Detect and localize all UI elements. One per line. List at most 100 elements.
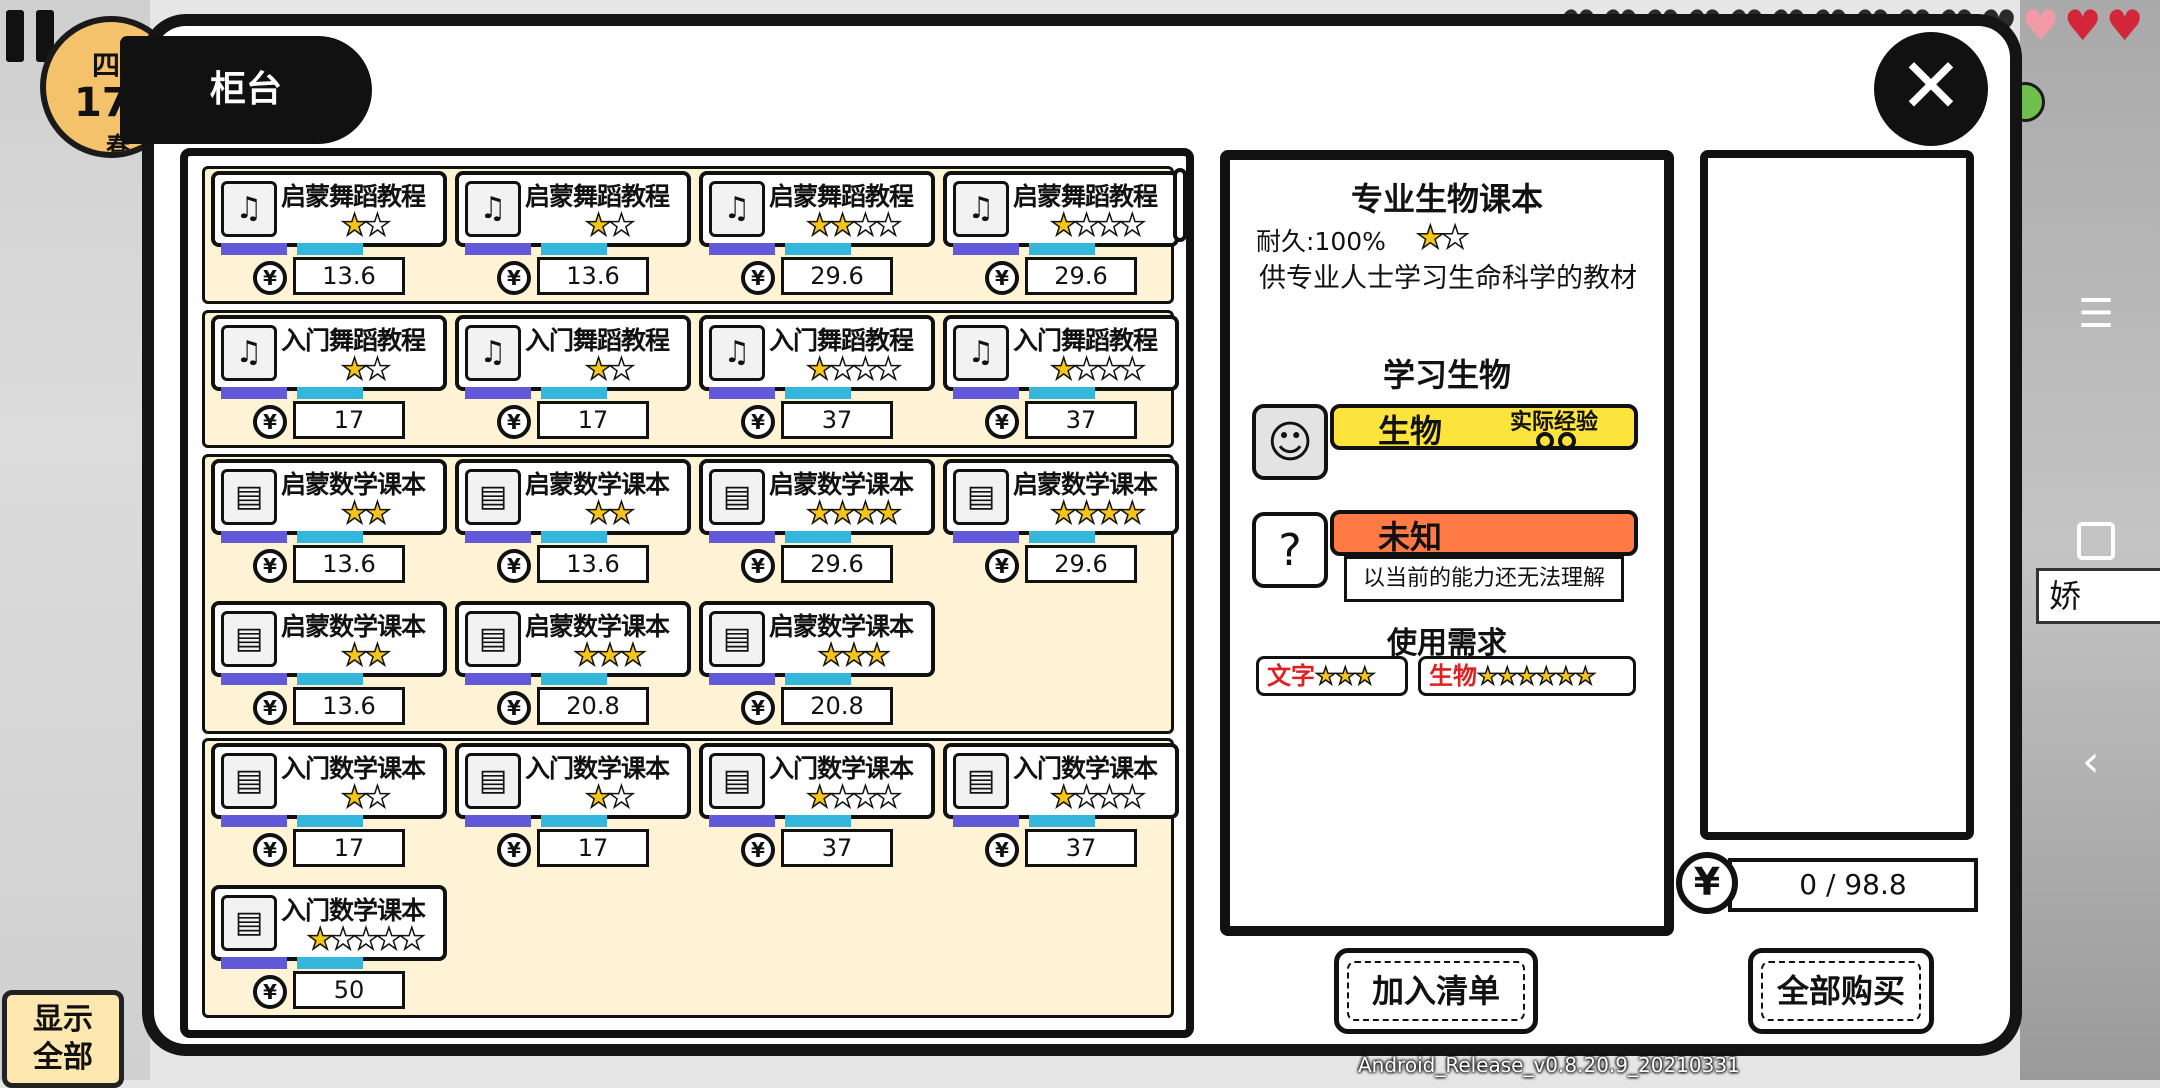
item-price: 37 xyxy=(1025,401,1137,439)
shop-item[interactable]: ♫启蒙舞蹈教程★★¥13.6 xyxy=(455,171,695,305)
shop-sign: 娇 xyxy=(2036,568,2160,624)
weekday-label: 四 xyxy=(92,49,121,82)
close-button[interactable]: ✕ xyxy=(1874,32,1988,146)
display-all-button[interactable]: 显示 全部 xyxy=(2,990,124,1088)
coin-icon: ¥ xyxy=(985,405,1019,439)
shop-item[interactable]: ▤入门数学课本★★★★¥37 xyxy=(943,743,1183,877)
item-price: 17 xyxy=(537,401,649,439)
shop-item[interactable]: ♫入门舞蹈教程★★¥17 xyxy=(455,315,695,449)
shop-item[interactable]: ▤启蒙数学课本★★¥13.6 xyxy=(211,459,451,593)
question-mark-icon: ? xyxy=(1252,512,1328,588)
shop-item[interactable]: ♫入门舞蹈教程★★★★¥37 xyxy=(699,315,939,449)
attribute-bar-blue xyxy=(785,531,851,543)
star-empty-icon: ★ xyxy=(1095,208,1123,243)
attribute-bar-purple xyxy=(221,673,287,685)
star-filled-icon: ★ xyxy=(340,496,368,531)
shop-item[interactable]: ▤启蒙数学课本★★¥13.6 xyxy=(455,459,695,593)
shop-item[interactable]: ♫入门舞蹈教程★★¥17 xyxy=(211,315,451,449)
item-attribute-bars xyxy=(953,815,1103,827)
shop-item[interactable]: ▤启蒙数学课本★★¥13.6 xyxy=(211,601,451,735)
star-filled-icon: ★ xyxy=(805,208,833,243)
shop-item[interactable]: ▤入门数学课本★★★★★¥50 xyxy=(211,885,451,1019)
item-name: 入门舞蹈教程 xyxy=(525,326,670,355)
shop-item[interactable]: ▤启蒙数学课本★★★¥20.8 xyxy=(699,601,939,735)
star-filled-icon: ★ xyxy=(363,496,391,531)
shop-item[interactable]: ▤启蒙数学课本★★★★¥29.6 xyxy=(943,459,1183,593)
attribute-bar-blue xyxy=(1029,243,1095,255)
item-attribute-bars xyxy=(709,815,859,827)
shop-item[interactable]: ♫启蒙舞蹈教程★★★★¥29.6 xyxy=(699,171,939,305)
star-filled-icon: ★ xyxy=(1334,661,1357,691)
star-filled-icon: ★ xyxy=(1049,208,1077,243)
star-empty-icon: ★ xyxy=(828,352,856,387)
coin-icon: ¥ xyxy=(741,261,775,295)
star-filled-icon: ★ xyxy=(584,780,612,815)
star-filled-icon: ★ xyxy=(619,638,647,673)
attribute-bar-blue xyxy=(1029,531,1095,543)
coin-icon: ¥ xyxy=(985,833,1019,867)
item-star-rating: ★★ xyxy=(281,640,447,672)
dance-book-icon: ♫ xyxy=(221,325,277,381)
star-empty-icon: ★ xyxy=(1072,352,1100,387)
star-empty-icon: ★ xyxy=(874,780,902,815)
math-book-icon: ▤ xyxy=(709,611,765,667)
star-empty-icon: ★ xyxy=(874,208,902,243)
star-filled-icon: ★ xyxy=(863,638,891,673)
shop-item[interactable]: ▤入门数学课本★★¥17 xyxy=(211,743,451,877)
dance-book-icon: ♫ xyxy=(465,325,521,381)
item-name: 启蒙舞蹈教程 xyxy=(281,182,426,211)
item-price: 37 xyxy=(781,401,893,439)
menu-icon[interactable]: ☰ xyxy=(2078,291,2114,337)
star-filled-icon: ★ xyxy=(1496,661,1519,691)
home-square-icon[interactable] xyxy=(2077,522,2115,560)
attribute-bar-purple xyxy=(465,531,531,543)
attribute-bar-purple xyxy=(709,673,775,685)
shop-item[interactable]: ▤启蒙数学课本★★★★¥29.6 xyxy=(699,459,939,593)
buy-all-button[interactable]: 全部购买 xyxy=(1748,948,1934,1034)
item-attribute-bars xyxy=(709,673,859,685)
shop-item[interactable]: ▤启蒙数学课本★★★¥20.8 xyxy=(455,601,695,735)
shop-item[interactable]: ♫入门舞蹈教程★★★★¥37 xyxy=(943,315,1183,449)
item-name: 入门舞蹈教程 xyxy=(1013,326,1158,355)
attribute-bar-purple xyxy=(221,957,287,969)
item-price: 20.8 xyxy=(781,687,893,725)
item-star-rating: ★★★★ xyxy=(1013,498,1179,530)
requirement-name: 文字 xyxy=(1267,662,1315,690)
item-name: 启蒙数学课本 xyxy=(281,470,426,499)
item-attribute-bars xyxy=(221,673,371,685)
shop-item[interactable]: ♫启蒙舞蹈教程★★★★¥29.6 xyxy=(943,171,1183,305)
math-book-icon: ▤ xyxy=(709,469,765,525)
attribute-bar-purple xyxy=(465,673,531,685)
coin-icon: ¥ xyxy=(741,833,775,867)
math-book-icon: ▤ xyxy=(953,469,1009,525)
list-scrollbar[interactable] xyxy=(1173,168,1187,242)
skill-unknown-description: 以当前的能力还无法理解 xyxy=(1344,556,1624,602)
attribute-bar-blue xyxy=(785,243,851,255)
shop-item[interactable]: ▤入门数学课本★★★★¥37 xyxy=(699,743,939,877)
attribute-bar-purple xyxy=(709,243,775,255)
shopping-cart-panel[interactable] xyxy=(1700,150,1974,840)
item-attribute-bars xyxy=(709,243,859,255)
attribute-bar-blue xyxy=(297,243,363,255)
star-filled-icon: ★ xyxy=(340,780,368,815)
item-group: ▤入门数学课本★★¥17▤入门数学课本★★¥17▤入门数学课本★★★★¥37▤入… xyxy=(202,738,1179,1019)
star-empty-icon: ★ xyxy=(1118,352,1146,387)
item-name: 启蒙数学课本 xyxy=(769,612,914,641)
shop-item[interactable]: ♫启蒙舞蹈教程★★¥13.6 xyxy=(211,171,451,305)
coin-icon: ¥ xyxy=(497,833,531,867)
star-empty-icon: ★ xyxy=(363,780,391,815)
shop-item-list[interactable]: ♫启蒙舞蹈教程★★¥13.6♫启蒙舞蹈教程★★¥13.6♫启蒙舞蹈教程★★★★¥… xyxy=(180,148,1194,1038)
add-to-list-button[interactable]: 加入清单 xyxy=(1334,948,1538,1034)
item-star-rating: ★★★★ xyxy=(769,208,935,243)
attribute-bar-blue xyxy=(297,815,363,827)
star-filled-icon: ★ xyxy=(805,352,833,387)
back-chevron-icon[interactable]: ‹ xyxy=(2082,736,2100,787)
item-group: ♫启蒙舞蹈教程★★¥13.6♫启蒙舞蹈教程★★¥13.6♫启蒙舞蹈教程★★★★¥… xyxy=(202,166,1179,305)
attribute-bar-purple xyxy=(221,815,287,827)
item-name: 入门数学课本 xyxy=(1013,754,1158,783)
item-name: 启蒙舞蹈教程 xyxy=(1013,182,1158,211)
item-card: ♫入门舞蹈教程★★ xyxy=(211,315,447,391)
item-card: ♫入门舞蹈教程★★ xyxy=(455,315,691,391)
shop-item[interactable]: ▤入门数学课本★★¥17 xyxy=(455,743,695,877)
item-card: ▤启蒙数学课本★★★ xyxy=(455,601,691,677)
